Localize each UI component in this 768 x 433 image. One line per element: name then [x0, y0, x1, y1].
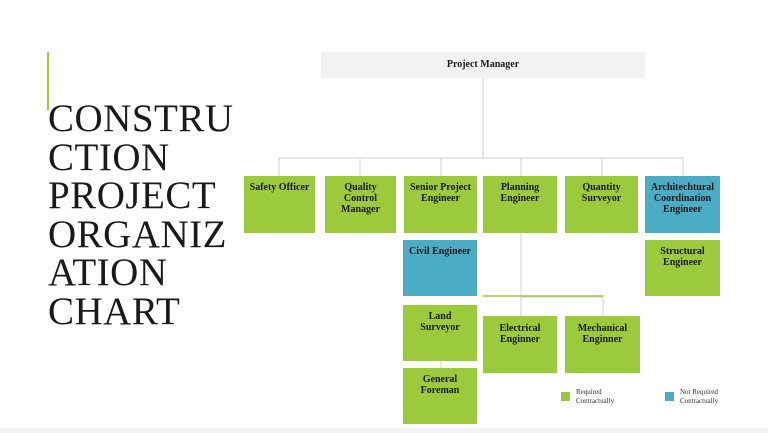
structural-engineer-box: Structural Engineer	[645, 240, 720, 296]
quality-control-manager-box: Quality Control Manager	[325, 176, 396, 233]
electrical-engineer-box: Electrical Enginner	[483, 316, 557, 373]
quantity-surveyor-box: Quantity Surveyor	[565, 176, 638, 233]
page-title: CONSTRU CTION PROJECT ORGANIZ ATION CHAR…	[48, 97, 234, 333]
senior-project-engineer-box: Senior Project Engineer	[404, 176, 477, 233]
project-manager-box: Project Manager	[321, 52, 645, 78]
legend-not-required-swatch	[665, 392, 674, 401]
legend-required-label: Required Contractually	[576, 388, 615, 405]
land-surveyor-box: Land Surveyor	[403, 305, 477, 361]
planning-engineer-box: Planning Engineer	[483, 176, 557, 233]
bottom-strip	[0, 428, 768, 433]
title-accent-bar	[47, 52, 49, 110]
civil-engineer-box: Civil Engineer	[403, 240, 477, 296]
legend-not-required-label: Not Required Contractually	[680, 388, 719, 405]
general-foreman-box: General Foreman	[403, 368, 477, 424]
legend-required-swatch	[561, 392, 570, 401]
safety-officer-box: Safety Officer	[244, 176, 315, 233]
mechanical-engineer-box: Mechanical Enginner	[565, 316, 640, 373]
architectural-coordination-engineer-box: Architechtural Coordination Engineer	[645, 176, 720, 233]
